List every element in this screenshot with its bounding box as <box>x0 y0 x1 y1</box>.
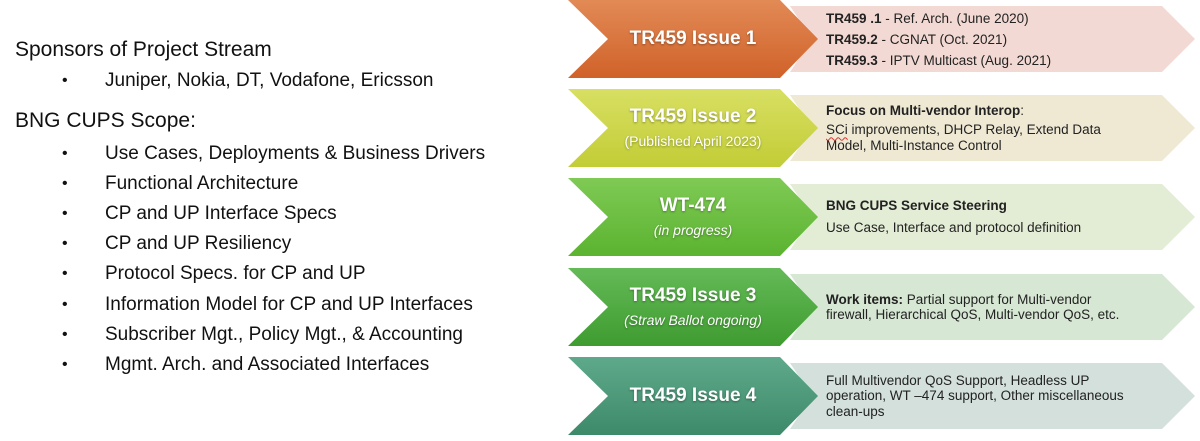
description-line: Model, Multi-Instance Control <box>826 137 1002 153</box>
bullet-icon: • <box>62 265 68 282</box>
description-line: operation, WT –474 support, Other miscel… <box>826 388 1124 404</box>
description-line: TR459 .1 - Ref. Arch. (June 2020) <box>826 10 1029 26</box>
description-heading: BNG CUPS Service Steering <box>826 198 1007 213</box>
description-heading: Focus on Multi-vendor Interop: <box>826 102 1025 118</box>
milestone-status: (in progress) <box>653 222 733 238</box>
bullet-icon: • <box>62 175 68 192</box>
bullet-icon: • <box>62 145 68 162</box>
description-line: Full Multivendor QoS Support, Headless U… <box>826 372 1090 388</box>
milestone-title: TR459 Issue 1 <box>629 28 757 49</box>
bullet-icon: • <box>62 296 68 313</box>
description-line: TR459.3 - IPTV Multicast (Aug. 2021) <box>826 52 1052 68</box>
description-line: TR459.2 - CGNAT (Oct. 2021) <box>826 31 1008 47</box>
description-line: firewall, Hierarchical QoS, Multi-vendor… <box>826 307 1120 322</box>
milestone-title: TR459 Issue 3 <box>629 285 757 306</box>
timeline-row-issue-4: Full Multivendor QoS Support, Headless U… <box>0 357 1200 437</box>
milestone-chevron: TR459 Issue 3 (Straw Ballot ongoing) <box>568 268 820 346</box>
scope-heading: BNG CUPS Scope: <box>15 109 196 132</box>
bullet-icon: • <box>62 356 68 373</box>
milestone-title: TR459 Issue 2 <box>629 106 757 127</box>
milestone-chevron: TR459 Issue 4 <box>568 357 820 435</box>
sponsors-heading: Sponsors of Project Stream <box>15 38 272 61</box>
description-line: Work items: Partial support for Multi-ve… <box>826 291 1092 307</box>
description-box: Full Multivendor QoS Support, Headless U… <box>790 363 1198 429</box>
timeline-row-issue-2: Focus on Multi-vendor Interop: SCi impro… <box>0 89 1200 169</box>
bullet-icon: • <box>62 326 68 343</box>
timeline-row-wt-474: BNG CUPS Service Steering Use Case, Inte… <box>0 178 1200 258</box>
description-box: Work items: Partial support for Multi-ve… <box>790 274 1198 340</box>
description-line: Use Case, Interface and protocol definit… <box>826 220 1082 235</box>
description-box: Focus on Multi-vendor Interop: SCi impro… <box>790 95 1198 161</box>
milestone-status: (Straw Ballot ongoing) <box>624 312 762 328</box>
description-line: clean-ups <box>826 403 885 419</box>
description-box: TR459 .1 - Ref. Arch. (June 2020) TR459.… <box>790 6 1198 72</box>
milestone-chevron: WT-474 (in progress) <box>568 178 820 256</box>
description-line: SCi improvements, DHCP Relay, Extend Dat… <box>826 122 1101 138</box>
milestone-status: (Published April 2023) <box>624 133 762 149</box>
milestone-title: TR459 Issue 4 <box>629 385 757 406</box>
milestone-chevron: TR459 Issue 2 (Published April 2023) <box>568 89 820 167</box>
timeline-row-issue-3: Work items: Partial support for Multi-ve… <box>0 268 1200 348</box>
timeline-row-issue-1: TR459 .1 - Ref. Arch. (June 2020) TR459.… <box>0 0 1200 80</box>
scope-panel: Sponsors of Project Stream • Juniper, No… <box>15 38 486 375</box>
milestone-chevron: TR459 Issue 1 <box>568 0 820 78</box>
milestone-title: WT-474 <box>659 195 727 216</box>
bullet-icon: • <box>62 205 68 222</box>
bullet-icon: • <box>62 72 68 89</box>
bullet-icon: • <box>62 235 68 252</box>
description-box: BNG CUPS Service Steering Use Case, Inte… <box>790 184 1198 250</box>
